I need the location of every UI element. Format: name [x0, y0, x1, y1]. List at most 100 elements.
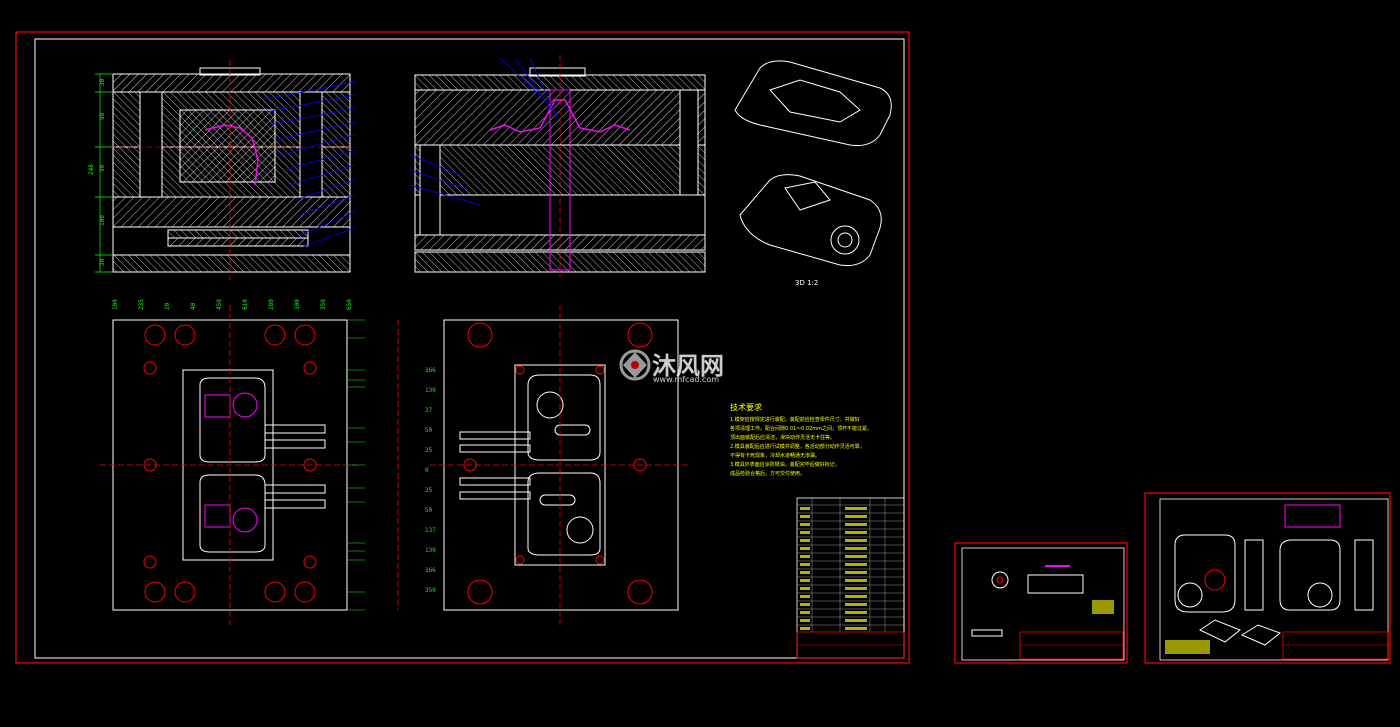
bom-cell-mark — [845, 587, 867, 590]
small-sheet-inner-frame — [961, 547, 1125, 661]
sprue-bushing — [529, 67, 586, 77]
cooling-channels-left — [264, 424, 326, 509]
bom-cell-mark — [845, 531, 867, 534]
tech-req-line-5: 不得有卡死现象，冷却水道畅通无渗漏。 — [730, 452, 820, 459]
bom-cell-mark — [845, 539, 867, 542]
iso-part-top-cavity — [769, 79, 861, 123]
right-sheet-iso-2 — [1240, 624, 1282, 646]
right-sheet-part-back — [1279, 539, 1341, 611]
tech-req-title: 技术要求 — [730, 402, 762, 412]
small-part-top-view — [991, 571, 1009, 589]
support-plate — [112, 196, 351, 228]
bom-cell-mark — [800, 523, 810, 526]
ejector-retainer — [167, 229, 309, 239]
bom-cell-mark — [800, 627, 810, 630]
bom-cell-mark — [845, 619, 867, 622]
cavity-plate-right — [414, 89, 706, 146]
left-section-view — [95, 60, 356, 280]
cavity-a — [199, 377, 266, 463]
watermark: 沐风网 www.mfcad.com — [619, 349, 724, 384]
bom-frame — [796, 497, 905, 659]
right-plan-dim-label: 166 — [425, 567, 436, 574]
right-sheet-outer-frame — [1144, 492, 1391, 664]
right-plan-dim-label: 25 — [425, 447, 433, 454]
left-plan-dim-label: 610 — [242, 299, 249, 310]
right-section-view — [409, 55, 706, 280]
iso-part-bottom — [739, 174, 882, 266]
bom-cell-mark — [845, 579, 867, 582]
right-plan-dim-label: 50 — [425, 507, 433, 514]
right-plan-dim-label: 0 — [425, 467, 429, 474]
core-plate-right — [414, 144, 706, 196]
iso-part-bottom-boss — [830, 225, 860, 255]
left-plan-dim-label: 450 — [216, 299, 223, 310]
bom-cell-mark — [800, 571, 810, 574]
bom-cell-mark — [845, 507, 867, 510]
right-sheet-part-side-2 — [1354, 539, 1374, 611]
section-dim-label: 100 — [99, 215, 106, 226]
guide-pillar-left — [139, 91, 163, 198]
cavity-b-boss — [232, 507, 258, 533]
left-plan-dim-label: 235 — [138, 299, 145, 310]
bom-cell-mark — [845, 515, 867, 518]
bom-cell-mark — [800, 555, 810, 558]
cavity-a-boss — [232, 392, 258, 418]
core-b — [527, 472, 601, 556]
right-plan-dim-label: 350 — [425, 587, 436, 594]
left-plan-dim-label: 350 — [320, 299, 327, 310]
part-sheet-small — [954, 542, 1128, 664]
right-sheet-part-back-boss — [1307, 582, 1333, 608]
return-pin-r — [419, 144, 441, 236]
left-plan-dim-label: 650 — [346, 299, 353, 310]
cavity-b — [199, 474, 266, 553]
bom-cell-mark — [845, 555, 867, 558]
watermark-url: www.mfcad.com — [653, 375, 719, 384]
bom-cell-mark — [845, 627, 867, 630]
cooling-channels-right — [459, 431, 531, 500]
small-part-center — [996, 576, 1004, 584]
bom-cell-mark — [800, 595, 810, 598]
section-dim-label: 30 — [99, 78, 106, 86]
section-dim-label: 90 — [99, 112, 106, 120]
left-plan-dim-label: 100 — [112, 299, 119, 310]
iso-part-bottom-window — [784, 181, 831, 211]
tech-req-line-4: 2.模具装配后应进行试模并调整，各活动部分动作灵活可靠， — [730, 443, 865, 450]
leader-lines-left — [259, 81, 356, 249]
tech-req-line-3: 顶出面装配后应清洁，滑块动作灵活无卡住等。 — [730, 434, 835, 441]
bom-cell-mark — [800, 603, 810, 606]
right-plan-dim-label: 25 — [425, 487, 433, 494]
core-a-boss — [536, 391, 564, 419]
bom-cell-mark — [845, 547, 867, 550]
vertical-dims-left — [95, 73, 112, 273]
bom-cell-mark — [800, 579, 810, 582]
iso-part-bottom-boss-inner — [837, 232, 853, 248]
tech-req-line-6: 3.模具外表面应涂防锈油，装配完毕后做好标记， — [730, 461, 840, 468]
bom-cell-mark — [800, 563, 810, 566]
bom-cell-mark — [845, 523, 867, 526]
part-sheet-right — [1144, 492, 1391, 664]
leader-lines-right — [409, 57, 559, 206]
bom-cell-mark — [845, 563, 867, 566]
cavity-a-window — [204, 394, 231, 418]
bottom-clamp-plate — [112, 254, 351, 273]
right-sheet-part-top — [1284, 504, 1341, 528]
bom-cell-mark — [800, 531, 810, 534]
small-sheet-notes — [1092, 600, 1114, 614]
watermark-brand: 沐风网 — [652, 352, 724, 380]
right-plan-view — [397, 305, 690, 625]
sprue-channel — [549, 89, 571, 271]
right-sheet-part-grille — [1204, 569, 1226, 591]
left-plan-dim-label: 280 — [268, 299, 275, 310]
bom-cell-mark — [800, 611, 810, 614]
ejector-plate — [167, 237, 309, 247]
inner-frame — [34, 38, 905, 659]
right-plan-dim-label: 166 — [425, 367, 436, 374]
core-a — [527, 374, 601, 461]
bom-cell-mark — [800, 539, 810, 542]
guide-pillar-r — [679, 89, 699, 196]
main-assembly-sheet: 3D 1:2 — [15, 31, 910, 664]
right-sheet-notes — [1165, 640, 1210, 654]
small-sheet-title-block — [1019, 631, 1124, 660]
right-sheet-part-boss — [1177, 582, 1203, 608]
